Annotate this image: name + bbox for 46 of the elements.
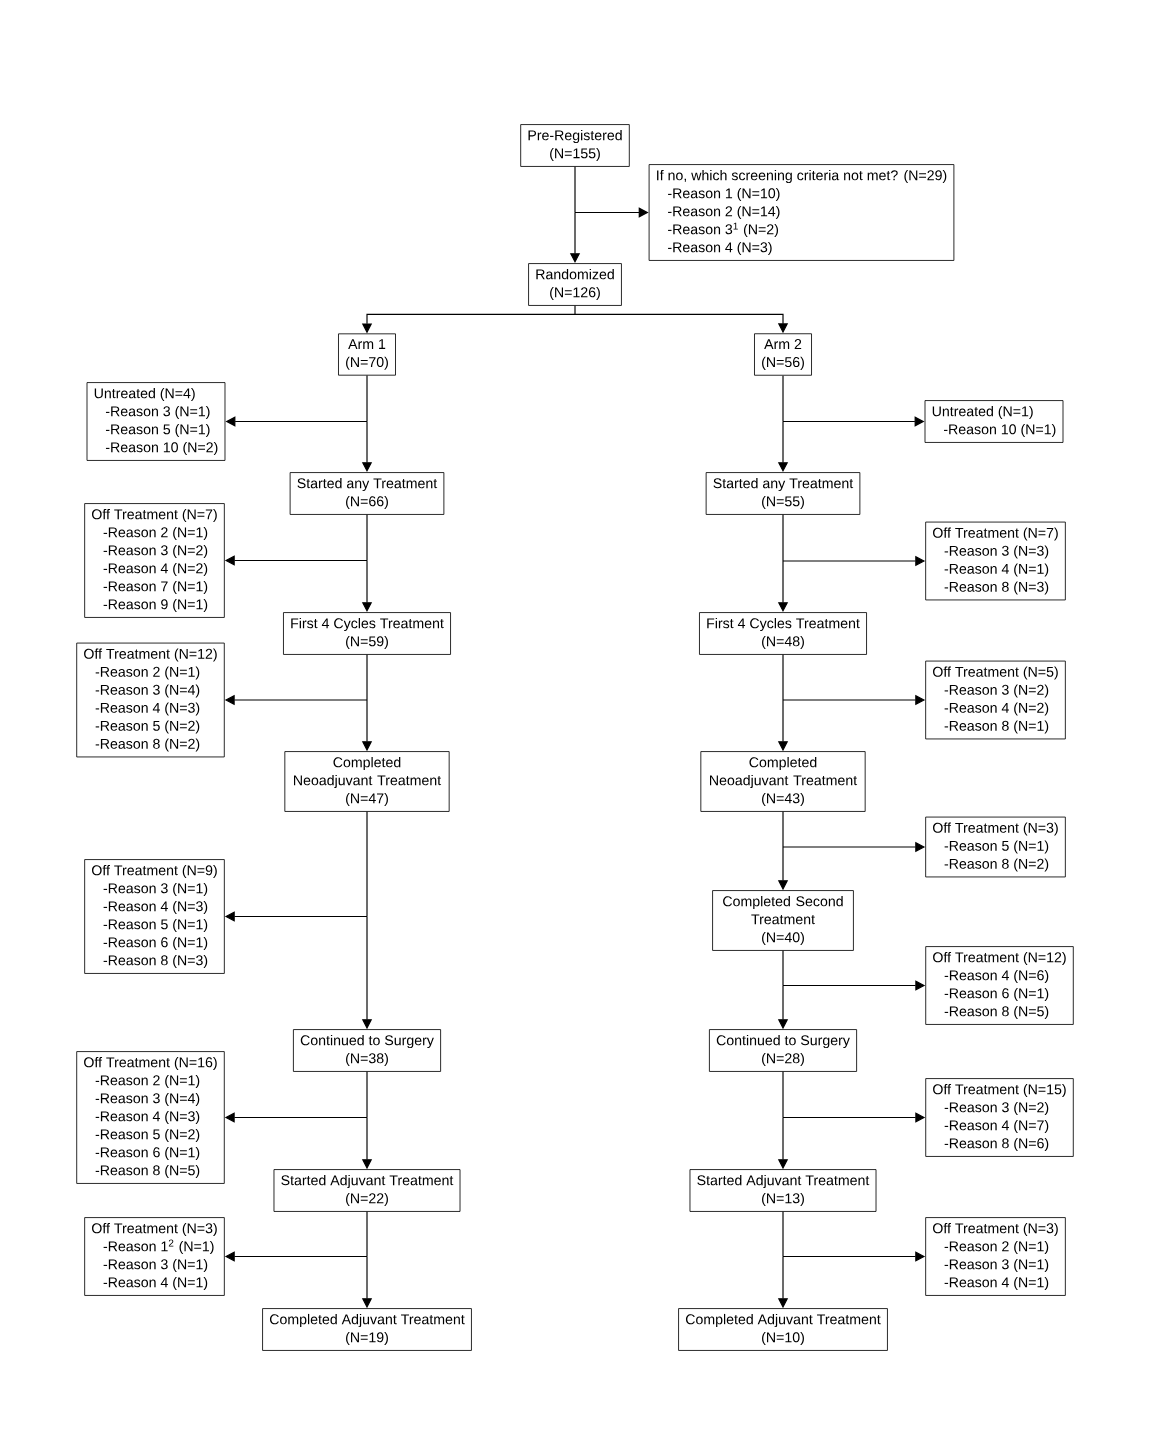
connector-line (366, 375, 368, 423)
connector-line (782, 654, 784, 701)
process-box: Randomized (N=126) (528, 263, 622, 306)
exclusion-box: Off Treatment (N=15) -Reason 3 (N=2) -Reason 4 (N=7) -Reason 8 (N=6) (925, 1078, 1074, 1157)
process-box: Completed Adjuvant Treatment (N=19) (262, 1308, 472, 1351)
connector-line (366, 1211, 368, 1258)
process-box: Arm 1 (N=70) (338, 333, 396, 376)
process-box: Completed Adjuvant Treatment (N=10) (678, 1308, 888, 1351)
process-box: Completed Second Treatment (N=40) (712, 890, 854, 951)
process-box: Arm 2 (N=56) (754, 333, 812, 376)
process-box: Completed Neoadjuvant Treatment (N=47) (284, 751, 450, 812)
process-box: Pre-Registered (N=155) (520, 124, 630, 167)
exclusion-box: Off Treatment (N=7) -Reason 2 (N=1) -Reason 3 (N=2) -Reason 4 (N=2) -Reason 7 (N=1) -Reason 9 (N=1) (84, 503, 225, 618)
connector-line (574, 166, 576, 214)
exclusion-box: Off Treatment (N=9) -Reason 3 (N=1) -Reason 4 (N=3) -Reason 5 (N=1) -Reason 6 (N=1) -Reason 8 (N=3) (84, 859, 225, 974)
exclusion-box: Off Treatment (N=12) -Reason 4 (N=6) -Reason 6 (N=1) -Reason 8 (N=5) (925, 946, 1074, 1025)
exclusion-box: Off Treatment (N=3) -Reason 1$^{2}$ (N=1) -Reason 3 (N=1) -Reason 4 (N=1) (84, 1217, 225, 1296)
connector-line (366, 654, 368, 701)
connector-line (782, 950, 784, 987)
process-box: Started Adjuvant Treatment (N=13) (689, 1169, 877, 1212)
exclusion-box: If no, which screening criteria not met? (N=29) -Reason 1 (N=10) -Reason 2 (N=14) -Reason 3$^{1}$ (N=2) -Reason 4 (N=3) (648, 164, 955, 261)
exclusion-box: Untreated (N=1) -Reason 10 (N=1) (924, 400, 1064, 443)
connector-line (782, 811, 784, 848)
process-box: Continued to Surgery (N=28) (709, 1029, 858, 1072)
process-box: Started Adjuvant Treatment (N=22) (273, 1169, 461, 1212)
exclusion-box: Off Treatment (N=16) -Reason 2 (N=1) -Reason 3 (N=4) -Reason 4 (N=3) -Reason 5 (N=2) -Reason 6 (N=1) -Reason 8 (N=5) (76, 1051, 225, 1184)
process-box: Continued to Surgery (N=38) (293, 1029, 442, 1072)
exclusion-box: Off Treatment (N=5) -Reason 3 (N=2) -Reason 4 (N=2) -Reason 8 (N=1) (925, 660, 1066, 740)
process-box: First 4 Cycles Treatment (N=48) (699, 612, 867, 655)
connector-line (366, 811, 368, 918)
connector-line (366, 514, 368, 562)
connector-line (782, 514, 784, 562)
exclusion-box: Off Treatment (N=7) -Reason 3 (N=3) -Reason 4 (N=1) -Reason 8 (N=3) (925, 521, 1066, 601)
process-box: Completed Neoadjuvant Treatment (N=43) (700, 751, 866, 812)
exclusion-box: Untreated (N=4) -Reason 3 (N=1) -Reason 5 (N=1) -Reason 10 (N=2) (86, 382, 226, 461)
connector-line (782, 1071, 784, 1119)
process-box: First 4 Cycles Treatment (N=59) (283, 612, 451, 655)
process-box: Started any Treatment (N=55) (705, 472, 861, 515)
connector-line (782, 375, 784, 423)
exclusion-box: Off Treatment (N=3) -Reason 2 (N=1) -Reason 3 (N=1) -Reason 4 (N=1) (925, 1217, 1066, 1296)
connector-line (782, 1211, 784, 1258)
exclusion-box: Off Treatment (N=12) -Reason 2 (N=1) -Reason 3 (N=4) -Reason 4 (N=3) -Reason 5 (N=2) -Reason 8 (N=2) (76, 642, 225, 758)
process-box: Started any Treatment (N=66) (289, 472, 445, 515)
connector-line (366, 1071, 368, 1119)
exclusion-box: Off Treatment (N=3) -Reason 5 (N=1) -Reason 8 (N=2) (925, 816, 1066, 878)
connector-line (574, 305, 576, 315)
